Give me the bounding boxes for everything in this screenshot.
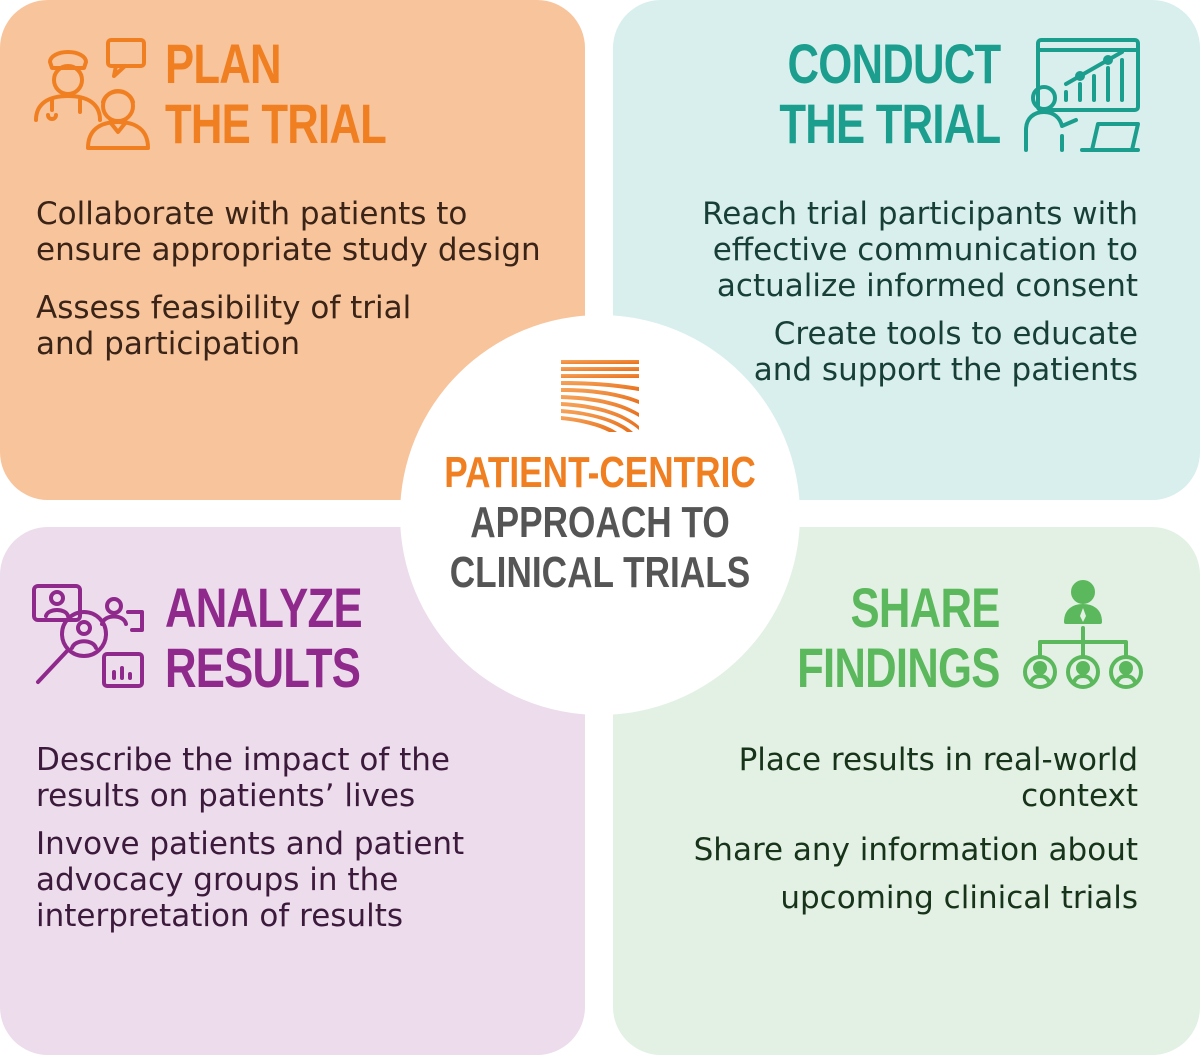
share-point-2: Share any information about upcoming cli… bbox=[693, 832, 1138, 916]
analyze-point-1: Describe the impact of the results on pa… bbox=[36, 742, 450, 814]
center-title-line2: APPROACH TO bbox=[470, 498, 730, 547]
conduct-point-1: Reach trial participants with effective … bbox=[702, 196, 1138, 304]
conduct-title: CONDUCT THE TRIAL bbox=[778, 32, 1001, 155]
center-circle bbox=[400, 315, 800, 715]
center-title-line1: PATIENT-CENTRIC bbox=[444, 448, 756, 497]
analyze-points: Describe the impact of the results on pa… bbox=[36, 742, 546, 934]
center-title-line3: CLINICAL TRIALS bbox=[449, 548, 751, 597]
plan-points: Collaborate with patients to ensure appr… bbox=[36, 196, 556, 362]
plan-title: PLAN THE TRIAL bbox=[165, 32, 387, 155]
analyze-title: ANALYZE RESULTS bbox=[165, 576, 363, 699]
share-title: SHARE FINDINGS bbox=[797, 576, 1001, 699]
analyze-point-2: Invove patients and patient advocacy gro… bbox=[36, 826, 465, 934]
conduct-point-2: Create tools to educate and support the … bbox=[753, 316, 1138, 388]
center-title: PATIENT-CENTRIC APPROACH TO CLINICAL TRI… bbox=[400, 448, 800, 598]
doctor-patient-chat-icon bbox=[34, 38, 150, 150]
stripes-logo-icon bbox=[561, 360, 639, 432]
plan-point-1: Collaborate with patients to ensure appr… bbox=[36, 196, 541, 268]
magnifier-people-chart-icon bbox=[32, 584, 144, 688]
share-point-1: Place results in real-world context bbox=[738, 742, 1138, 814]
plan-point-2: Assess feasibility of trial and particip… bbox=[36, 290, 412, 362]
presenter-chart-icon bbox=[1024, 38, 1140, 152]
share-points: Place results in real-world context Shar… bbox=[618, 742, 1138, 922]
org-hierarchy-icon bbox=[1023, 580, 1143, 689]
conduct-points: Reach trial participants with effective … bbox=[618, 196, 1138, 388]
